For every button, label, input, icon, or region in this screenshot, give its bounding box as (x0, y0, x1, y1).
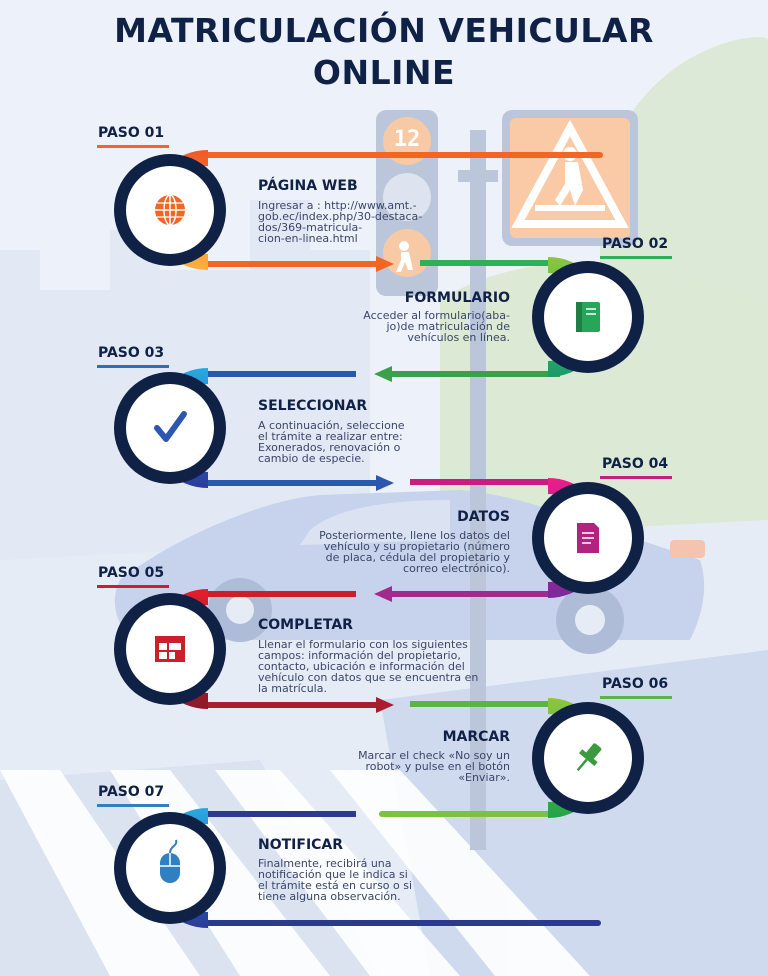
page-title-line2: ONLINE (312, 53, 456, 92)
page-title-line1: MATRICULACIÓN VEHICULAR (114, 11, 654, 50)
step3-underline (97, 365, 169, 368)
step3-title: SELECCIONAR (258, 398, 368, 414)
step5-label: PASO 05 (98, 565, 165, 581)
step6-label: PASO 06 (602, 676, 669, 692)
step7-label: PASO 07 (98, 784, 165, 800)
step1-desc: Ingresar a : http://www.amt.- gob.ec/ind… (258, 199, 423, 245)
step1-label: PASO 01 (98, 125, 165, 141)
page-title: MATRICULACIÓN VEHICULAR ONLINE (0, 10, 768, 94)
step2-underline (600, 256, 672, 259)
step5-underline (97, 585, 169, 588)
step4-underline (600, 476, 672, 479)
step4-label: PASO 04 (602, 456, 669, 472)
step7-title: NOTIFICAR (258, 837, 344, 853)
step7-underline (97, 804, 169, 807)
step5-title: COMPLETAR (258, 617, 353, 633)
step7-desc: Finalmente, recibirá una notificación qu… (258, 857, 413, 903)
step6-underline (600, 696, 672, 699)
step3-label: PASO 03 (98, 345, 165, 361)
step6-desc: Marcar el check «No soy un robot» y puls… (358, 749, 510, 784)
signal-countdown: 12 (393, 127, 421, 152)
step2-desc: Acceder al formulario(aba- jo)de matricu… (363, 309, 510, 344)
step2-title: FORMULARIO (404, 290, 510, 306)
step6-title: MARCAR (442, 729, 510, 745)
step3-desc: A continuación, seleccione el trámite a … (258, 419, 405, 465)
step5-desc: Llenar el formulario con los siguientes … (258, 638, 479, 695)
step4-title: DATOS (457, 509, 510, 525)
step4-desc: Posteriormente, llene los datos del vehí… (319, 529, 510, 575)
step1-underline (97, 145, 169, 148)
step2-label: PASO 02 (602, 236, 669, 252)
step1-title: PÁGINA WEB (258, 178, 358, 194)
